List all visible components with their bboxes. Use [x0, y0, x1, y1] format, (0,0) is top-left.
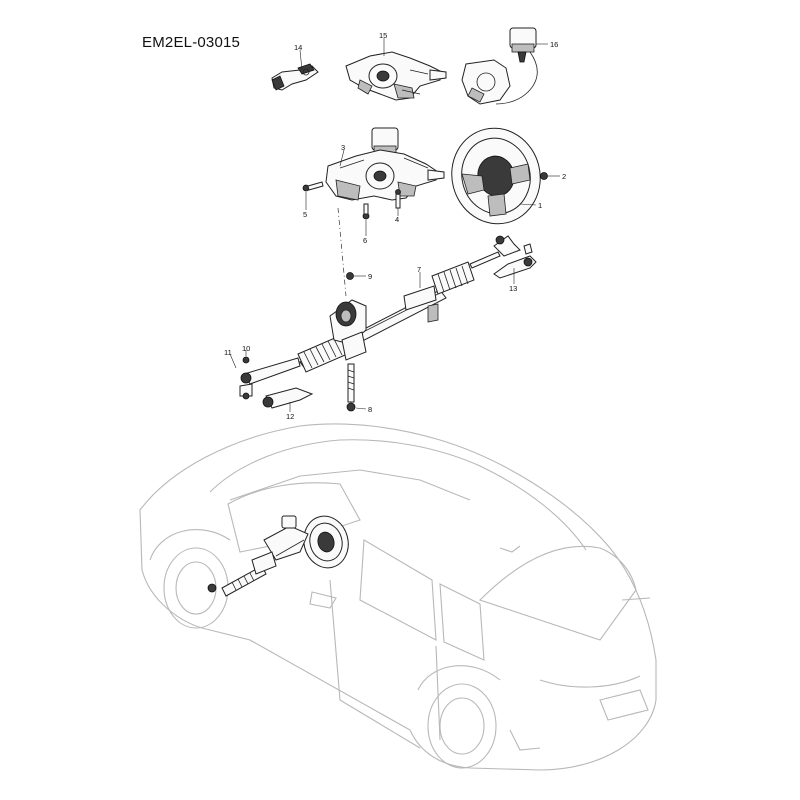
bolt-4-part	[395, 189, 401, 209]
nut-2-part	[540, 172, 548, 180]
callout-3: 3	[341, 143, 345, 152]
callout-12: 12	[286, 412, 294, 421]
callout-15: 15	[379, 31, 387, 40]
tie-rod-end-left-part	[239, 357, 301, 400]
callout-7: 7	[417, 265, 421, 274]
callout-16: 16	[550, 40, 558, 49]
callout-labels: 14 15 16 3 2 1 5 6 4 7 9 13 10 11 8 12	[224, 31, 566, 421]
installed-steering-system	[207, 515, 349, 597]
centerline	[337, 207, 347, 297]
callout-4: 4	[395, 215, 399, 224]
steering-column-assembly-part	[325, 127, 445, 201]
nut-10-part	[242, 356, 250, 364]
steering-wheel-part	[451, 127, 541, 225]
callout-13: 13	[509, 284, 517, 293]
steering-gear-part	[297, 251, 501, 373]
callout-9: 9	[368, 272, 372, 281]
callout-2: 2	[562, 172, 566, 181]
callout-5: 5	[303, 210, 307, 219]
vehicle-outline	[139, 423, 657, 771]
tie-rod-end-outer-part	[262, 387, 314, 409]
callout-1: 1	[538, 201, 542, 210]
callout-8: 8	[368, 405, 372, 414]
callout-leaders	[229, 38, 560, 412]
diagram-title: EM2EL-03015	[142, 34, 241, 51]
callout-6: 6	[363, 236, 367, 245]
bolt-8-part	[346, 363, 356, 412]
intermediate-shaft-part	[271, 63, 319, 91]
callout-14: 14	[294, 43, 302, 52]
steering-column-part	[345, 51, 447, 101]
clock-spring-part	[461, 27, 538, 105]
bolt-5-part	[302, 181, 324, 192]
bolt-6-part	[362, 203, 370, 220]
tie-rod-end-right-part	[493, 235, 537, 279]
nut-9-part	[346, 272, 354, 280]
callout-11: 11	[224, 348, 232, 357]
callout-10: 10	[242, 344, 250, 353]
